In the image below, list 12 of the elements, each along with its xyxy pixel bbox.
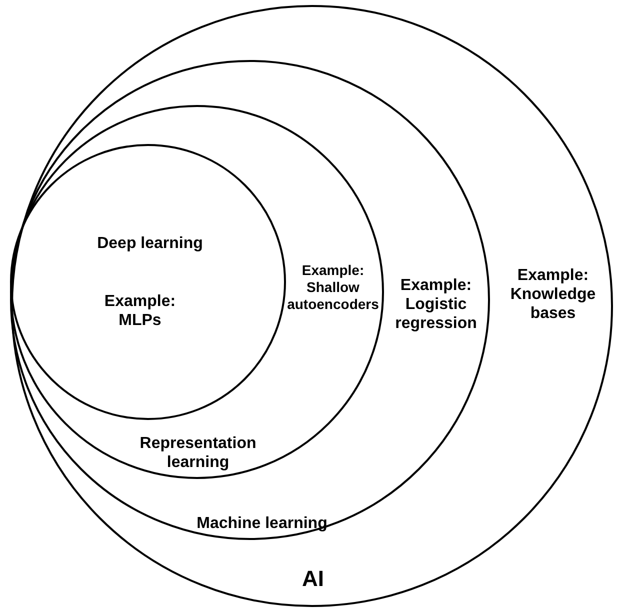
set-label: Deep learning xyxy=(96,234,204,254)
set-label: AI xyxy=(301,566,325,592)
set-circle xyxy=(11,5,613,607)
set-circle xyxy=(10,144,286,420)
set-circle xyxy=(10,105,384,479)
example-text: Example: Knowledge bases xyxy=(509,266,597,324)
set-circle xyxy=(10,60,490,540)
set-label: Representation learning xyxy=(138,434,258,472)
example-text: Example: Shallow autoencoders xyxy=(286,262,380,312)
example-text: Example: MLPs xyxy=(103,292,177,330)
example-text: Example: Logistic regression xyxy=(394,276,478,334)
set-label: Machine learning xyxy=(196,514,328,534)
